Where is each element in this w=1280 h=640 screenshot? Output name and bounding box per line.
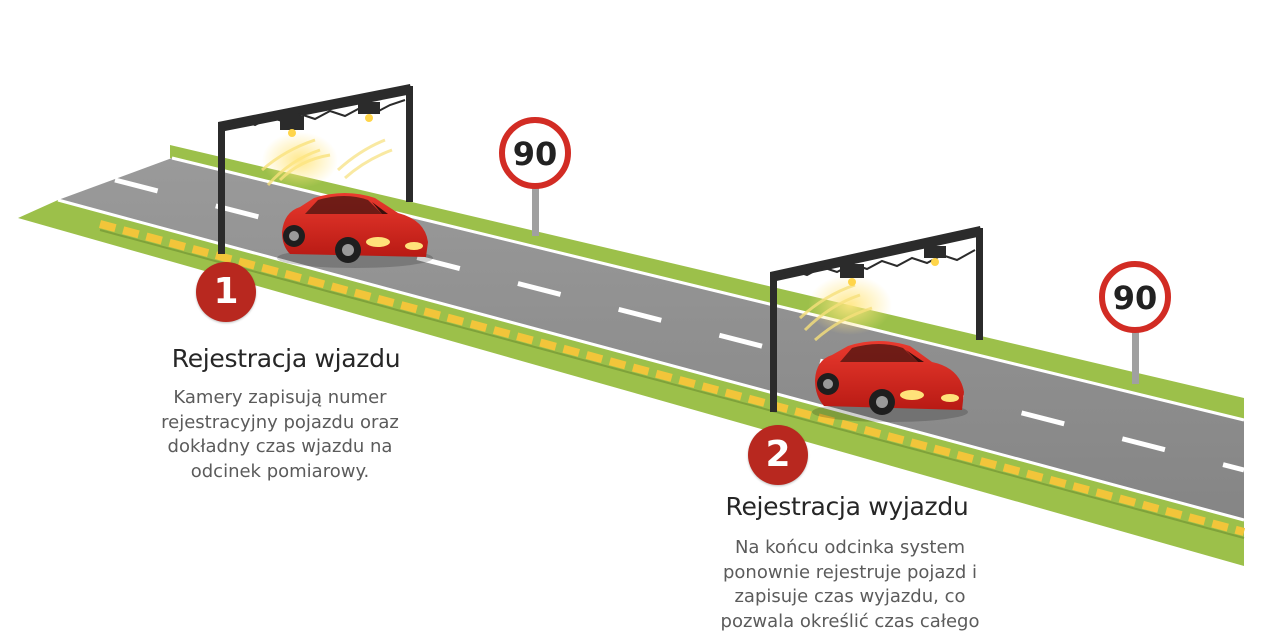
far-grass xyxy=(170,145,1244,420)
near-grass xyxy=(18,200,1244,566)
road-curb xyxy=(98,220,1246,536)
speed-limit-sign-2: 90 xyxy=(1099,261,1171,384)
camera-gantry-2 xyxy=(770,226,983,412)
road-curb-shadow xyxy=(99,229,1245,539)
speed-limit-value-2: 90 xyxy=(1113,279,1158,317)
car-1 xyxy=(277,193,433,268)
road-center-line xyxy=(114,177,1245,473)
step-1-description: Kamery zapisują numer rejestracyjny poja… xyxy=(161,387,399,482)
road-edge-near xyxy=(57,198,1245,522)
speed-limit-sign-1: 90 xyxy=(499,117,571,236)
step-2-description: Na końcu odcinka system ponownie rejestr… xyxy=(720,537,980,632)
step-2-badge: 2 xyxy=(748,425,808,485)
step-1-title: Rejestracja wjazdu xyxy=(171,344,401,373)
step-1-badge: 1 xyxy=(196,262,256,322)
car-2 xyxy=(812,341,968,422)
camera-gantry-1 xyxy=(218,84,413,254)
speed-limit-value-1: 90 xyxy=(513,135,558,173)
step-2-title: Rejestracja wyjazdu xyxy=(725,492,969,521)
